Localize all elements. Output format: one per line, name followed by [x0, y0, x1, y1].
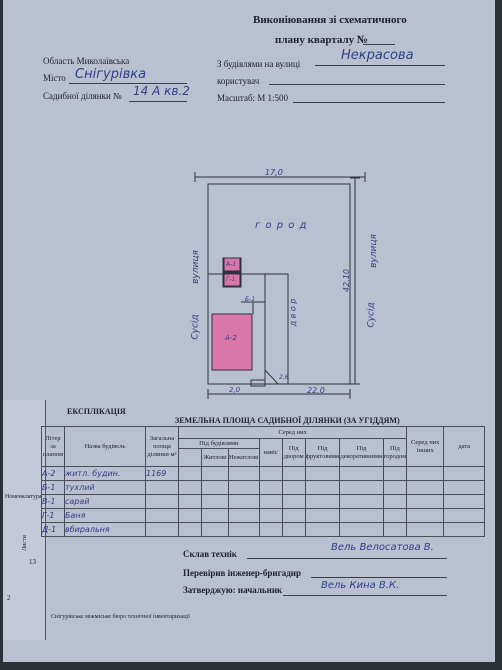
footer-bureau: Снігурівське міжміське бюро технічної ін… [51, 614, 190, 620]
row-code: Д-1 [41, 522, 65, 537]
bottom-dimension-small: 2,6 [279, 374, 289, 381]
misto-label: Місто [43, 73, 66, 83]
dilyanka-label: Садибної ділянки № [43, 91, 122, 101]
oblast-label: Область Миколаївська [43, 56, 130, 66]
col-dek: Під декоративними [339, 438, 384, 467]
row-name: Баня [64, 508, 146, 523]
main-building [211, 313, 253, 371]
building-label-main: А-2 [225, 334, 237, 342]
user-line [269, 84, 445, 85]
head-line [283, 595, 447, 596]
col-inshi: Серед них інших [406, 426, 445, 467]
street-line [315, 65, 445, 66]
head-label: Затверджую: начальник [183, 585, 283, 595]
row-code: Б-1 [41, 480, 65, 495]
quarter-number-line [363, 44, 395, 45]
tech-signature: Вель Велосатова В. [331, 542, 434, 553]
head-signature: Вель Кина В.К. [321, 580, 400, 591]
row-name: вбиральня [64, 522, 146, 537]
neighbor-left-label: Сусід [190, 314, 201, 340]
col-nezhyl: Нежитлові [228, 448, 260, 467]
dilyanka-line [129, 101, 187, 102]
scale-line [293, 102, 445, 103]
site-plan [194, 172, 366, 399]
neighbor-right-street: вулиця [368, 234, 379, 268]
engineer-label: Перевірив інженер-бригадир [183, 568, 301, 578]
small-building [223, 257, 241, 272]
col-sered: Серед них [177, 426, 408, 439]
row-name: сарай [64, 494, 146, 509]
user-label: користувач [217, 76, 260, 86]
col-total: Загальна площа ділянки м² [145, 426, 179, 467]
sidebar-label-lysty: Листи [21, 535, 28, 551]
bottom-dimension: 22,0 [307, 386, 325, 395]
col-data: дата [443, 426, 486, 467]
col-pid-bud: Під будівлями [178, 438, 260, 449]
col-name: Назва будівель [64, 426, 146, 467]
table-title-right: ЗЕМЕЛЬНА ПЛОЩА САДИБНОЇ ДІЛЯНКИ (ЗА УГІД… [175, 416, 400, 425]
dilyanka-value: 14 А кв.2 [133, 84, 190, 98]
misto-line [69, 83, 187, 84]
table-title-left: ЕКСПЛІКАЦІЯ [67, 407, 126, 416]
tech-label: Склав технік [183, 549, 237, 559]
col-dvir: Під двором [281, 438, 306, 467]
garden-label: г о р о д [255, 220, 308, 231]
total-area: 1169 [145, 466, 179, 481]
street-label: З будівлями на вулиці [217, 59, 301, 69]
row-code: В-1 [41, 494, 65, 509]
small-building-2 [223, 273, 241, 287]
building-label-g1: Г-1 [226, 276, 236, 283]
explication-table: Літер за планом Назва будівель Загальна … [41, 426, 486, 537]
document-page: Виконіювання зі схематичного плану кварт… [3, 0, 495, 662]
row-code: Г-1 [41, 508, 65, 523]
row-name: житл. будин. [64, 466, 146, 481]
col-fruk: Під фруктовими [304, 438, 341, 467]
neighbor-right-label: Сусід [366, 302, 377, 328]
document-title: Виконіювання зі схематичного [253, 14, 407, 26]
col-zhyl: Житлові [201, 448, 229, 467]
col-gor: Під городом [382, 438, 408, 467]
building-label-b: Б-1 [245, 296, 256, 303]
left-margin-strip: Номенклатура Листи 13 2 [3, 400, 46, 640]
neighbor-left-street: вулиця [190, 250, 201, 284]
tech-line [247, 558, 447, 559]
col-num: Літер за планом [41, 426, 65, 467]
sidebar-label-top: Номенклатура [5, 494, 42, 500]
right-dimension: 42,10 [341, 269, 351, 292]
scale-label: Масштаб: М 1:500 [217, 93, 289, 103]
misto-value: Снігурівка [75, 67, 147, 82]
col-nav: навіс [258, 438, 283, 467]
row-code: А-2 [41, 466, 65, 481]
street-value: Некрасова [341, 48, 414, 63]
bottom-dimension-left: 2,0 [229, 386, 241, 394]
row-name: тухлий [64, 480, 146, 495]
yard-label: д в о р [288, 298, 298, 327]
engineer-line [311, 577, 447, 578]
building-label-a1: А-1 [226, 261, 237, 268]
document-title-line2: плану кварталу № [275, 34, 368, 46]
sidebar-num: 13 [29, 558, 36, 566]
top-dimension: 17,0 [265, 168, 283, 177]
sidebar-num2: 2 [7, 594, 11, 602]
